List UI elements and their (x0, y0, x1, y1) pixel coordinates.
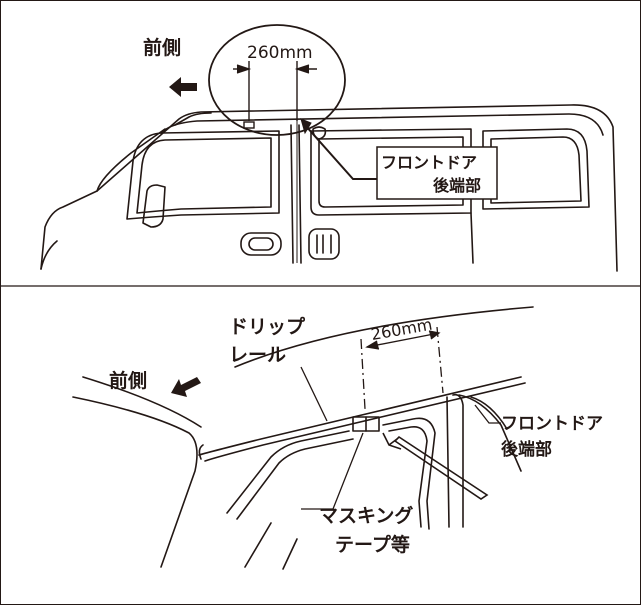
bottom-front-arrow-icon (171, 377, 201, 397)
top-dimension (233, 61, 317, 263)
magnifier-circle (208, 24, 346, 136)
door-end-line1: フロントドア (501, 414, 603, 434)
marker-pen (382, 432, 489, 500)
top-dimension-label: 260mm (247, 43, 313, 63)
van-side-view (40, 104, 618, 272)
bottom-dimension (360, 326, 444, 410)
closeup-view (72, 306, 534, 570)
top-front-label: 前側 (143, 36, 181, 59)
drip-rail-line1: ドリップ (229, 315, 306, 338)
bottom-front-label: 前側 (109, 369, 147, 392)
tape-leader (301, 432, 364, 510)
top-front-arrow-icon (169, 77, 197, 97)
top-callout-box (376, 146, 498, 200)
top-callout-line2: 後端部 (433, 176, 481, 195)
door-end-line2: 後端部 (501, 439, 552, 460)
top-callout-line1: フロントドア (381, 153, 477, 172)
drip-rail-line2: レール (229, 344, 286, 366)
tape-line1: マスキング (319, 504, 413, 527)
top-callout-leader (300, 118, 377, 180)
door-end-leader (474, 404, 501, 424)
tape-line2: テープ等 (335, 533, 410, 556)
drip-rail-leader (300, 366, 328, 422)
